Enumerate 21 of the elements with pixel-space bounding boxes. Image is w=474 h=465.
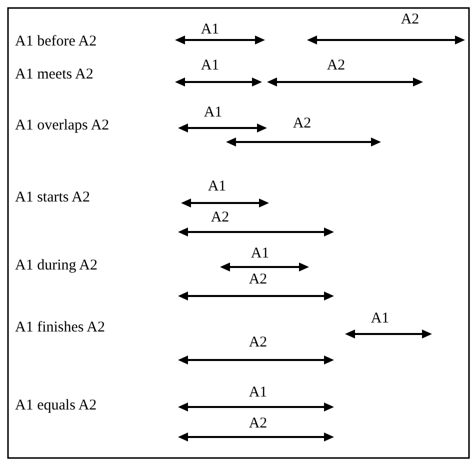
relation-label: A1 before A2 xyxy=(15,34,97,50)
interval-label: A1 xyxy=(200,22,220,38)
relation-label: A1 starts A2 xyxy=(15,190,90,206)
interval-label: A2 xyxy=(248,272,268,288)
interval-label: A2 xyxy=(400,12,420,28)
relation-label: A1 meets A2 xyxy=(15,66,94,84)
interval-label: A1 xyxy=(248,384,268,402)
relation-label: A1 overlaps A2 xyxy=(15,118,110,134)
interval-label: A1 xyxy=(204,104,222,122)
relation-label: A1 equals A2 xyxy=(15,398,97,414)
interval-label: A1 xyxy=(200,58,220,74)
interval-label: A2 xyxy=(248,416,268,432)
interval-label: A1 xyxy=(370,310,390,328)
interval-label: A1 xyxy=(208,178,226,196)
interval-label: A2 xyxy=(292,116,312,132)
interval-label: A2 xyxy=(210,210,230,226)
relation-label: A1 finishes A2 xyxy=(15,320,105,336)
interval-label: A2 xyxy=(248,334,268,352)
interval-label: A1 xyxy=(250,246,270,262)
interval-label: A2 xyxy=(326,58,346,74)
relation-label: A1 during A2 xyxy=(15,258,98,274)
